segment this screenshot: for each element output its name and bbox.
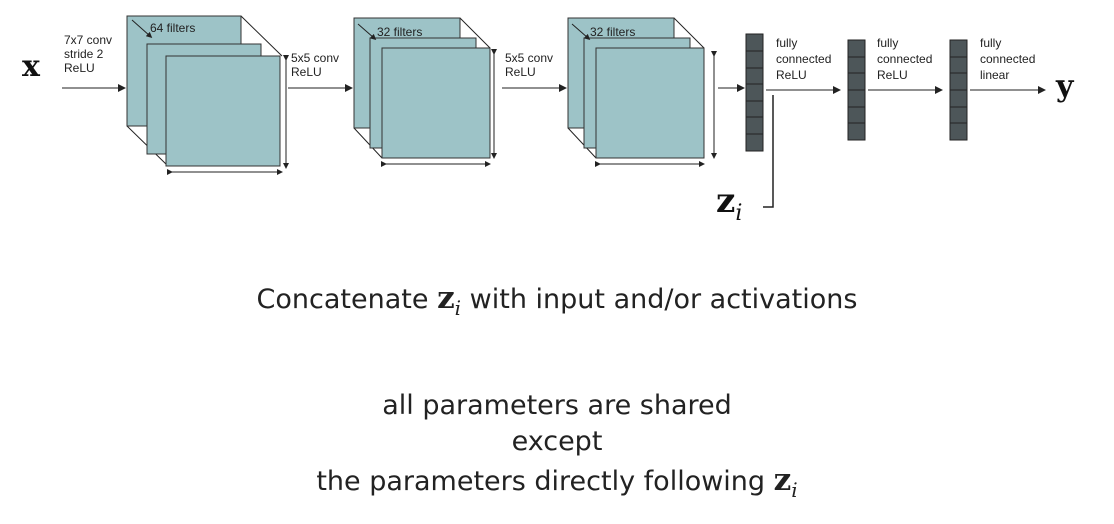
output-y-symbol: y [1055,69,1075,104]
input-x-symbol: x [22,49,41,84]
caption-line4-z-subscript: i [791,478,798,502]
caption-line1-z-symbol: z [437,280,455,316]
caption-line4: the parameters directly following zi [0,462,1114,502]
conv-stack-1 [126,15,289,175]
conv1-label-line3: ReLU [64,61,95,75]
conv-stack-3 [567,17,717,167]
zi-connector-line [763,95,774,208]
fc2-label-line1: fully [877,36,898,50]
conv2-filters-label: 32 filters [377,25,422,39]
fc2-label-line3: ReLU [877,68,908,82]
caption-line4-z-symbol: z [773,462,792,498]
caption-line4-before: the parameters directly following [316,466,766,497]
zi-symbol: zi [716,181,742,226]
conv-stack-2 [353,17,497,167]
fc-layer-1 [745,33,764,152]
zi-symbol-z: z [716,181,735,221]
caption-line1-after: with input and/or activations [469,284,858,315]
conv1-label-line1: 7x7 conv [64,33,112,47]
conv1-filters-label: 64 filters [150,21,195,35]
conv3-label-line2: ReLU [505,65,536,79]
conv2-label-line2: ReLU [291,65,322,79]
caption-line3: except [511,426,603,457]
fc-layer-2 [847,39,866,141]
caption-line1-before: Concatenate [256,284,429,315]
caption-line2: all parameters are shared [382,390,732,421]
conv3-filters-label: 32 filters [590,25,635,39]
fc1-label-line3: ReLU [776,68,807,82]
conv3-label-line1: 5x5 conv [505,51,553,65]
conv2-label-line1: 5x5 conv [291,51,339,65]
caption-line1-z-subscript: i [454,296,462,320]
conv1-label-line2: stride 2 [64,47,104,61]
fc3-label-line3: linear [980,68,1009,82]
fc3-label-line2: connected [980,52,1035,66]
fc1-label-line1: fully [776,36,797,50]
fc3-label-line1: fully [980,36,1001,50]
fc-layer-3 [949,39,968,141]
caption-line1: Concatenate zi with input and/or activat… [0,280,1114,320]
fc1-label-line2: connected [776,52,831,66]
fc2-label-line2: connected [877,52,932,66]
zi-symbol-i: i [735,201,742,226]
